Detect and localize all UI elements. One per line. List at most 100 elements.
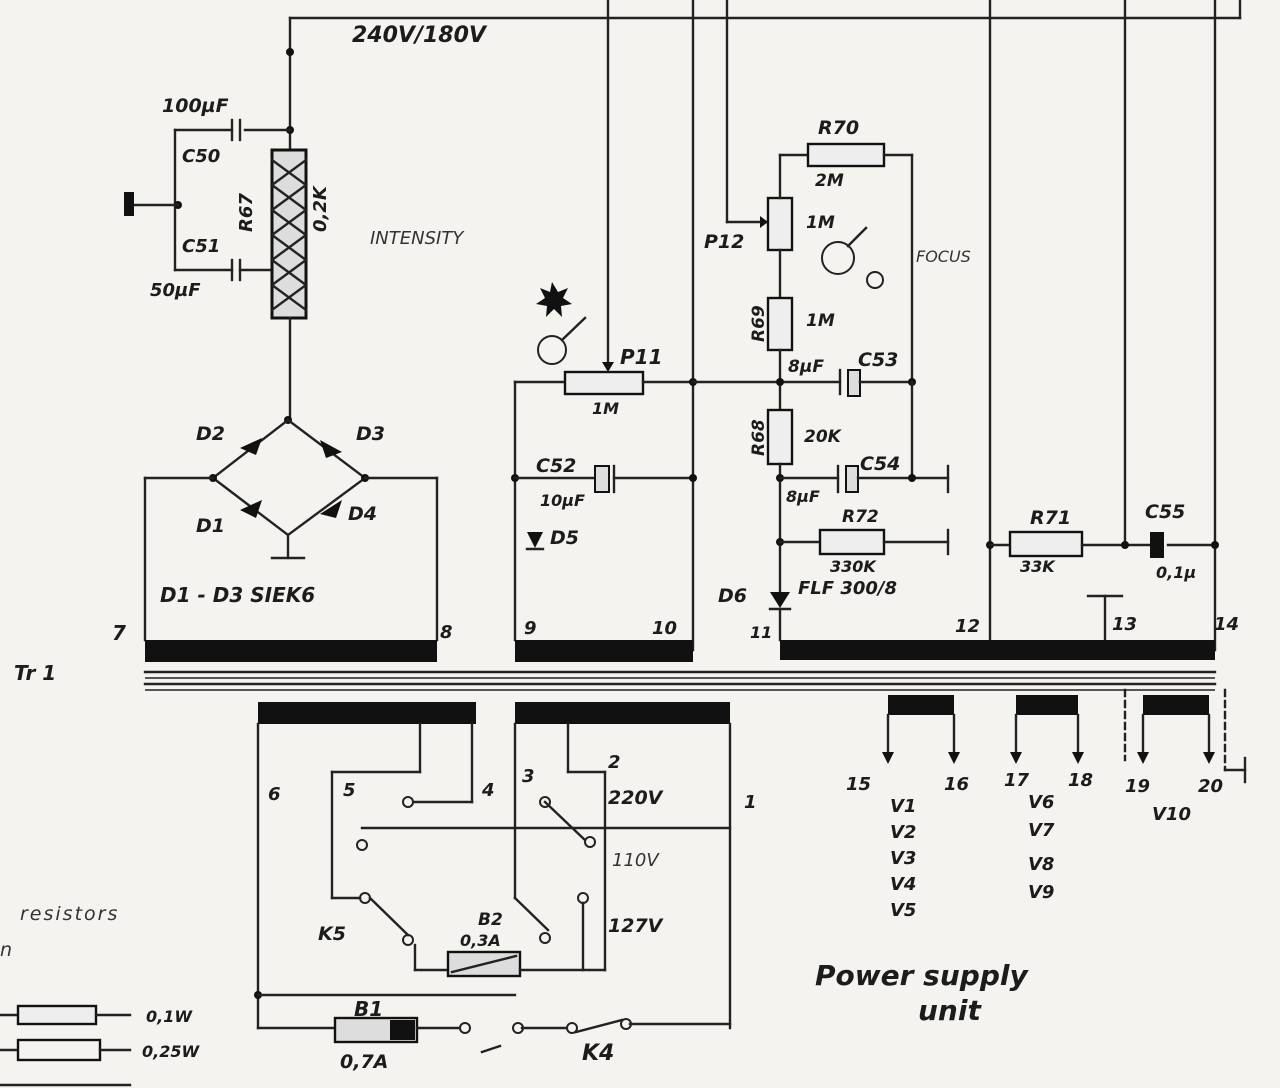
- legend-resistors: resistors: [20, 903, 119, 925]
- terminal-5: 5: [343, 780, 356, 801]
- d5-label: D5: [550, 527, 579, 549]
- tube-v5: V5: [890, 900, 916, 921]
- tube-v7: V7: [1028, 820, 1055, 841]
- terminal-6: 6: [268, 784, 281, 805]
- c50-label: C50: [182, 146, 220, 167]
- r68-label: R68: [749, 419, 769, 456]
- terminal-7: 7: [112, 621, 126, 645]
- bridge-rectifier: [143, 416, 439, 642]
- r67-value-label: 0,2K: [310, 184, 331, 232]
- c51-value-label: 50µF: [150, 280, 201, 301]
- filament-windings: [882, 688, 1247, 784]
- r67-label: R67: [236, 193, 257, 232]
- tube-v4: V4: [890, 874, 916, 895]
- d3-label: D3: [356, 423, 385, 445]
- focus-section: [691, 142, 950, 642]
- d1-label: D1: [196, 515, 225, 537]
- bridge-note-label: D1 - D3 SIEK6: [160, 583, 315, 607]
- transformer-label: Tr 1: [14, 661, 56, 685]
- p12-value-label: 1M: [806, 213, 835, 233]
- k4-label: K4: [582, 1041, 614, 1066]
- flf-label: FLF 300/8: [798, 578, 897, 599]
- tube-v2: V2: [890, 822, 916, 843]
- b2-label: B2: [478, 910, 503, 930]
- k5-label: K5: [318, 923, 346, 945]
- b1-label: B1: [354, 997, 383, 1021]
- v127-label: 127V: [608, 915, 664, 937]
- b1-value-label: 0,7A: [340, 1051, 388, 1073]
- r70-value-label: 2M: [815, 171, 844, 191]
- p11-pot: [563, 370, 645, 396]
- top-rails: [288, 0, 1242, 652]
- b2-value-label: 0,3A: [460, 931, 501, 950]
- r69-value-label: 1M: [806, 311, 835, 331]
- labels: 240V/180V 100µF C50 C51 50µF R67 0,2K IN…: [0, 23, 1239, 1073]
- c52-value-label: 10µF: [540, 491, 585, 510]
- terminal-16: 16: [944, 774, 969, 795]
- legend-n: n: [0, 939, 12, 961]
- c53-label: C53: [858, 349, 898, 371]
- d4-label: D4: [348, 503, 377, 525]
- tube-v1: V1: [890, 796, 916, 817]
- c-top-value-label: 100µF: [162, 95, 229, 117]
- r72-value-label: 330K: [830, 557, 877, 576]
- terminal-3: 3: [522, 766, 535, 787]
- terminal-17: 17: [1004, 770, 1030, 791]
- r71-section: [986, 530, 1219, 642]
- terminal-14: 14: [1214, 614, 1239, 635]
- tube-v8: V8: [1028, 854, 1054, 875]
- d6-label: D6: [718, 585, 747, 607]
- r71-value-label: 33K: [1020, 557, 1056, 576]
- c54-value-label: 8µF: [786, 487, 820, 506]
- v110-label: 110V: [612, 850, 660, 871]
- p12-label: P12: [704, 231, 744, 253]
- p12-pot: [766, 196, 794, 252]
- terminal-1: 1: [744, 792, 757, 813]
- legend-w2: 0,25W: [142, 1042, 200, 1061]
- secondary-windings: [143, 640, 1217, 691]
- r69-label: R69: [749, 305, 769, 342]
- intensity-section: [124, 16, 309, 422]
- terminal-11: 11: [750, 623, 772, 642]
- terminal-2: 2: [608, 752, 621, 773]
- r71-label: R71: [1030, 507, 1071, 529]
- r67-resistor: [270, 148, 308, 320]
- supply-voltage-label: 240V/180V: [352, 23, 488, 48]
- terminal-9: 9: [524, 618, 537, 639]
- tube-v10: V10: [1152, 804, 1191, 825]
- r72-resistor: [818, 528, 886, 556]
- primary-section: [254, 702, 732, 1054]
- r68-value-label: 20K: [804, 427, 843, 447]
- r70-resistor: [806, 142, 886, 168]
- tube-v6: V6: [1028, 792, 1054, 813]
- intensity-label: INTENSITY: [370, 228, 465, 249]
- v220-label: 220V: [608, 787, 664, 809]
- title-line1: Power supply: [815, 959, 1029, 992]
- r69-resistor: [766, 296, 794, 352]
- c54-label: C54: [860, 453, 900, 475]
- terminal-15: 15: [846, 774, 871, 795]
- legend-w1: 0,1W: [146, 1007, 193, 1026]
- terminal-19: 19: [1125, 776, 1150, 797]
- tube-v3: V3: [890, 848, 916, 869]
- legend: [0, 1004, 132, 1087]
- d2-label: D2: [196, 423, 225, 445]
- terminal-13: 13: [1112, 614, 1137, 635]
- r72-label: R72: [842, 507, 879, 527]
- terminal-10: 10: [652, 618, 677, 639]
- c55-value-label: 0,1µ: [1156, 563, 1196, 582]
- terminal-8: 8: [440, 622, 453, 643]
- c51-label: C51: [182, 236, 220, 257]
- p11-section: [511, 282, 697, 642]
- p11-value-label: 1M: [592, 399, 619, 418]
- focus-label: FOCUS: [916, 247, 971, 266]
- c52-label: C52: [536, 455, 576, 477]
- c55-label: C55: [1145, 501, 1185, 523]
- r70-label: R70: [818, 117, 859, 139]
- terminal-20: 20: [1198, 776, 1223, 797]
- tube-v9: V9: [1028, 882, 1054, 903]
- r68-resistor: [766, 408, 794, 466]
- c53-value-label: 8µF: [788, 357, 824, 377]
